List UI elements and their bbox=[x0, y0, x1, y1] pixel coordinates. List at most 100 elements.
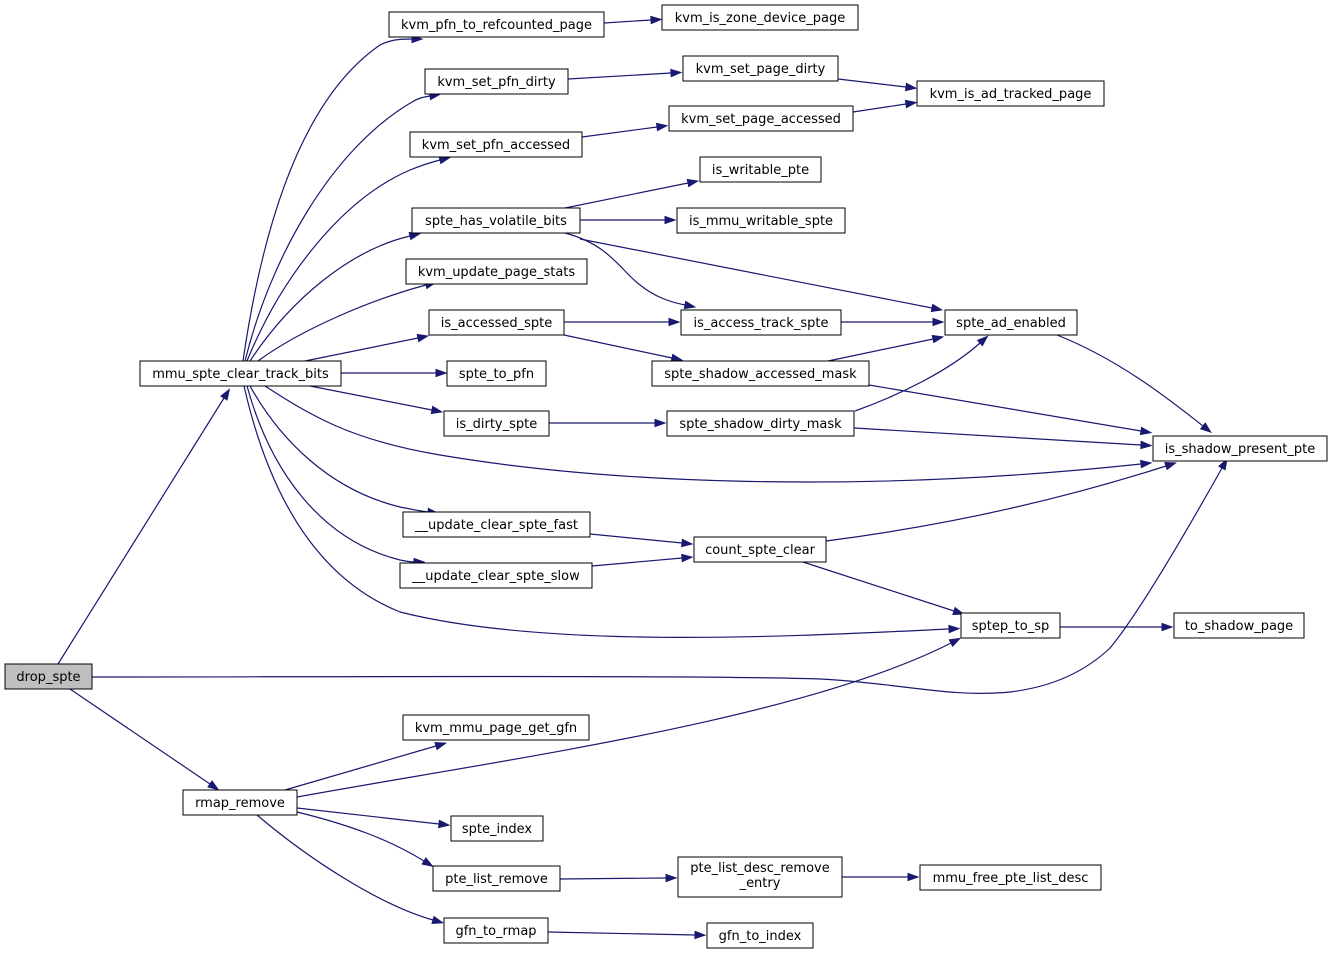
node-layer: drop_spte mmu_spte_clear_track_bits rmap_r… bbox=[4, 4, 1328, 949]
node-label: gfn_to_index bbox=[719, 929, 802, 944]
arrowhead-icon bbox=[421, 857, 434, 868]
node-mmu-spte-clear-track-bits[interactable]: mmu_spte_clear_track_bits bbox=[139, 360, 342, 387]
node-box bbox=[428, 309, 565, 336]
node-box bbox=[668, 105, 854, 132]
arrowhead-icon bbox=[670, 353, 684, 363]
node-update-clear-spte-fast[interactable]: __update_clear_spte_fast bbox=[402, 511, 591, 538]
edge-line bbox=[296, 811, 425, 862]
node-is-access-track-spte[interactable]: is_access_track_spte bbox=[680, 309, 842, 336]
edge-count_spte_clear-to-is_shadow_present_pte bbox=[825, 462, 1177, 542]
node-kvm-mmu-page-get-gfn[interactable]: kvm_mmu_page_get_gfn bbox=[402, 714, 590, 741]
node-label: kvm_is_zone_device_page bbox=[675, 11, 845, 26]
edge-is_dirty_spte-to-spte_shadow_dirty_mask bbox=[549, 418, 667, 428]
arrowhead-icon bbox=[948, 637, 962, 648]
edge-is_access_track_spte-to-spte_ad_enabled bbox=[841, 317, 945, 327]
edge-line bbox=[837, 78, 907, 88]
node-drop-spte[interactable]: drop_spte bbox=[4, 663, 93, 690]
node-box bbox=[446, 360, 547, 387]
node-sptep-to-sp[interactable]: sptep_to_sp bbox=[960, 612, 1061, 639]
node-rmap-remove[interactable]: rmap_remove bbox=[182, 789, 298, 816]
arrowhead-icon bbox=[668, 317, 681, 327]
edge-line bbox=[567, 72, 672, 80]
node-mmu-free-pte-list-desc[interactable]: mmu_free_pte_list_desc bbox=[919, 864, 1102, 891]
edge-line bbox=[589, 533, 683, 544]
node-label: drop_spte bbox=[16, 670, 80, 685]
edge-line bbox=[309, 385, 433, 411]
node-pte-list-desc-remove-entry[interactable]: pte_list_desc_remove_entry bbox=[677, 856, 843, 898]
edge-spte_has_volatile_bits-to-is_writable_pte bbox=[564, 178, 700, 209]
node-box bbox=[443, 917, 549, 944]
node-gfn-to-rmap[interactable]: gfn_to_rmap bbox=[443, 917, 549, 944]
edge-line bbox=[57, 397, 225, 665]
edge-line bbox=[256, 814, 434, 921]
node-label: spte_to_pfn bbox=[459, 367, 534, 382]
node-kvm-set-page-dirty[interactable]: kvm_set_page_dirty bbox=[682, 55, 839, 82]
edge-__update_clear_spte_slow-to-count_spte_clear bbox=[591, 553, 694, 567]
arrowhead-icon bbox=[438, 819, 451, 829]
node-box bbox=[666, 410, 855, 437]
node-spte-shadow-dirty-mask[interactable]: spte_shadow_dirty_mask bbox=[666, 410, 855, 437]
edge-kvm_set_pfn_accessed-to-kvm_set_page_accessed bbox=[581, 122, 669, 138]
node-box bbox=[1173, 612, 1305, 639]
node-label: spte_shadow_accessed_mask bbox=[664, 367, 857, 382]
node-count-spte-clear[interactable]: count_spte_clear bbox=[693, 536, 827, 563]
edge-line bbox=[547, 931, 696, 936]
edge-is_accessed_spte-to-is_access_track_spte bbox=[564, 317, 681, 327]
node-spte-has-volatile-bits[interactable]: spte_has_volatile_bits bbox=[411, 207, 581, 234]
edge-spte_shadow_accessed_mask-to-spte_ad_enabled bbox=[827, 334, 945, 362]
node-spte-to-pfn[interactable]: spte_to_pfn bbox=[446, 360, 547, 387]
node-kvm-set-pfn-accessed[interactable]: kvm_set_pfn_accessed bbox=[409, 131, 583, 158]
arrowhead-icon bbox=[1140, 440, 1153, 450]
edge-line bbox=[243, 385, 950, 638]
node-kvm-set-pfn-dirty[interactable]: kvm_set_pfn_dirty bbox=[424, 68, 569, 95]
node-is-accessed-spte[interactable]: is_accessed_spte bbox=[428, 309, 565, 336]
node-kvm-pfn-to-refcounted-page[interactable]: kvm_pfn_to_refcounted_page bbox=[388, 11, 605, 38]
node-box bbox=[411, 207, 581, 234]
edge-line bbox=[91, 467, 1223, 694]
node-label: gfn_to_rmap bbox=[455, 924, 536, 939]
edge-rmap_remove-to-pte_list_remove bbox=[296, 811, 434, 868]
node-box bbox=[676, 207, 846, 234]
node-to-shadow-page[interactable]: to_shadow_page bbox=[1173, 612, 1305, 639]
node-box bbox=[916, 80, 1105, 107]
edge-pte_list_remove-to-pte_list_desc_remove_entry bbox=[559, 873, 678, 883]
node-label: kvm_set_page_dirty bbox=[696, 62, 826, 77]
node-label: pte_list_remove bbox=[445, 872, 548, 887]
node-kvm-set-page-accessed[interactable]: kvm_set_page_accessed bbox=[668, 105, 854, 132]
edge-mmu_spte_clear_track_bits-to-spte_to_pfn bbox=[341, 368, 448, 378]
node-is-mmu-writable-spte[interactable]: is_mmu_writable_spte bbox=[676, 207, 846, 234]
node-label: kvm_set_page_accessed bbox=[681, 112, 841, 127]
arrowhead-icon bbox=[654, 418, 667, 428]
arrowhead-icon bbox=[681, 553, 694, 563]
node-is-dirty-spte[interactable]: is_dirty_spte bbox=[443, 410, 550, 437]
arrowhead-icon bbox=[931, 334, 945, 344]
node-kvm-is-zone-device-page[interactable]: kvm_is_zone_device_page bbox=[661, 4, 859, 31]
edge-rmap_remove-to-kvm_mmu_page_get_gfn bbox=[284, 742, 448, 791]
node-gfn-to-index[interactable]: gfn_to_index bbox=[706, 922, 814, 949]
node-spte-ad-enabled[interactable]: spte_ad_enabled bbox=[944, 309, 1078, 336]
arrowhead-icon bbox=[976, 335, 989, 347]
edge-line bbox=[296, 642, 952, 798]
node-kvm-is-ad-tracked-page[interactable]: kvm_is_ad_tracked_page bbox=[916, 80, 1105, 107]
edge-line bbox=[244, 95, 431, 362]
edge-mmu_spte_clear_track_bits-to-is_shadow_present_pte bbox=[264, 385, 1153, 483]
edge-sptep_to_sp-to-to_shadow_page bbox=[1060, 622, 1174, 632]
edge-line bbox=[69, 688, 211, 785]
node-update-clear-spte-slow[interactable]: __update_clear_spte_slow bbox=[399, 562, 593, 589]
node-label: spte_ad_enabled bbox=[956, 316, 1066, 331]
node-spte-shadow-accessed-mask[interactable]: spte_shadow_accessed_mask bbox=[651, 360, 870, 387]
edge-drop_spte-to-rmap_remove bbox=[69, 688, 220, 791]
node-is-writable-pte[interactable]: is_writable_pte bbox=[699, 156, 822, 183]
edge-mmu_spte_clear_track_bits-to-sptep_to_sp bbox=[243, 385, 961, 638]
edge-drop_spte-to-mmu_spte_clear_track_bits bbox=[57, 388, 231, 665]
arrowhead-icon bbox=[930, 303, 944, 313]
node-is-shadow-present-pte[interactable]: is_shadow_present_pte bbox=[1152, 435, 1328, 462]
edge-mmu_spte_clear_track_bits-to-__update_clear_spte_slow bbox=[246, 385, 426, 567]
node-pte-list-remove[interactable]: pte_list_remove bbox=[432, 865, 561, 892]
node-label-line: pte_list_desc_remove bbox=[690, 861, 829, 876]
node-kvm-update-page-stats[interactable]: kvm_update_page_stats bbox=[405, 258, 588, 285]
node-label: rmap_remove bbox=[195, 796, 285, 811]
edge-mmu_spte_clear_track_bits-to-is_dirty_spte bbox=[309, 385, 444, 415]
node-spte-index[interactable]: spte_index bbox=[450, 815, 544, 842]
node-box bbox=[677, 856, 843, 898]
